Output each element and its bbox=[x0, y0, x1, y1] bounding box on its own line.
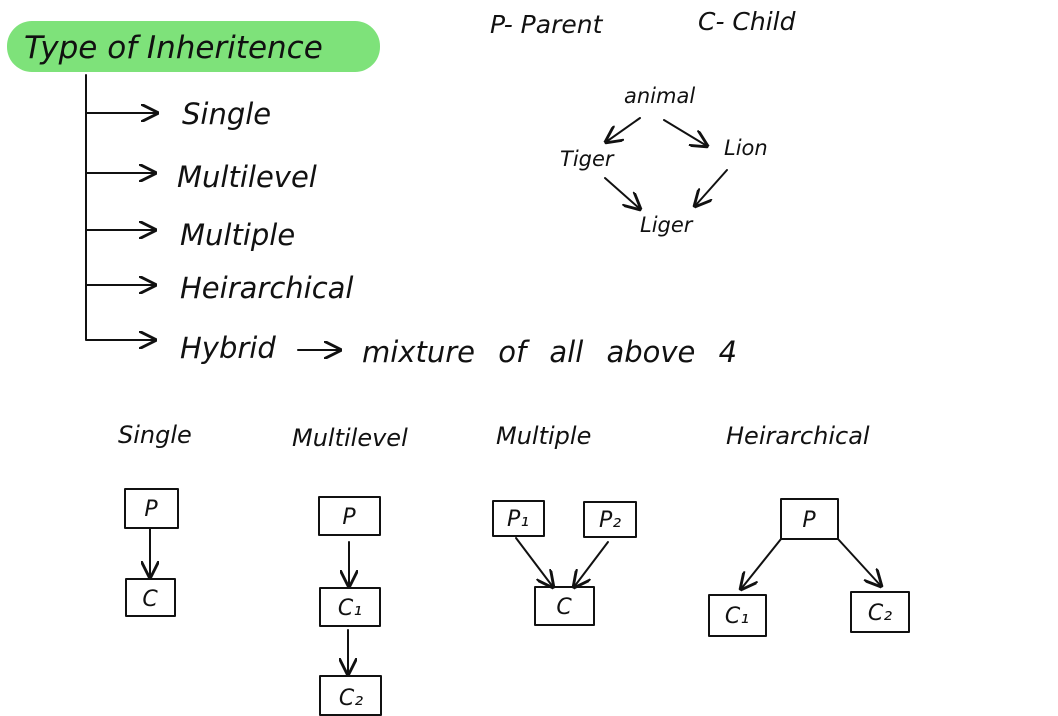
hierarchical-parent-label: P bbox=[802, 508, 816, 533]
example-animal: animal bbox=[624, 84, 695, 108]
type-label-multilevel: Multilevel bbox=[177, 160, 317, 194]
example-liger: Liger bbox=[640, 213, 694, 237]
type-label-multiple: Multiple bbox=[180, 218, 295, 252]
multiple-parent1-box bbox=[492, 500, 545, 537]
multilevel-child1-label: C₁ bbox=[338, 596, 362, 621]
multiple-child-box bbox=[534, 586, 595, 626]
multiple-parent2-label: P₂ bbox=[599, 508, 621, 533]
page-title: Type of Inheritence bbox=[24, 30, 323, 66]
legend-child: C- Child bbox=[698, 7, 796, 36]
multiple-arrow-1 bbox=[515, 537, 553, 587]
multilevel-child1-box bbox=[319, 587, 381, 627]
arrow-animal-tiger bbox=[606, 117, 641, 142]
multiple-parent1-label: P₁ bbox=[507, 507, 529, 532]
multiple-parent2-box bbox=[583, 501, 637, 538]
hierarchical-parent-box bbox=[780, 498, 839, 540]
arrow-animal-lion bbox=[663, 119, 707, 146]
multilevel-parent-box bbox=[318, 496, 381, 536]
multilevel-child2-box bbox=[319, 675, 382, 716]
example-tiger: Tiger bbox=[560, 147, 615, 171]
single-parent-box bbox=[124, 488, 179, 529]
diagram-title-multilevel: Multilevel bbox=[292, 424, 408, 452]
tree-trunk bbox=[85, 74, 156, 341]
multilevel-parent-label: P bbox=[342, 505, 356, 530]
arrow-tiger-liger bbox=[604, 177, 640, 209]
hierarchical-child2-label: C₂ bbox=[868, 601, 892, 626]
type-label-single: Single bbox=[182, 97, 271, 131]
single-child-label: C bbox=[142, 587, 158, 612]
hierarchical-child1-box bbox=[708, 594, 767, 637]
example-lion: Lion bbox=[724, 136, 768, 160]
hierarchical-arrow-2 bbox=[837, 538, 881, 586]
multiple-child-label: C bbox=[556, 595, 572, 620]
legend-parent: P- Parent bbox=[490, 10, 604, 39]
hierarchical-arrow-1 bbox=[741, 538, 782, 589]
arrow-lion-liger bbox=[695, 169, 728, 206]
diagram-title-multiple: Multiple bbox=[496, 422, 591, 450]
multilevel-child2-label: C₂ bbox=[339, 686, 363, 711]
title-highlight bbox=[7, 21, 380, 72]
type-label-hybrid: Hybrid bbox=[180, 331, 276, 365]
hierarchical-child2-box bbox=[850, 591, 910, 633]
multiple-arrow-2 bbox=[574, 541, 609, 587]
diagram-title-single: Single bbox=[118, 421, 192, 449]
diagram-title-hierarchical: Heirarchical bbox=[726, 422, 870, 450]
hierarchical-child1-label: C₁ bbox=[725, 604, 749, 629]
single-child-box bbox=[125, 578, 176, 617]
hybrid-note: mixture of all above 4 bbox=[362, 335, 737, 369]
type-label-hierarchical: Heirarchical bbox=[180, 271, 353, 305]
single-parent-label: P bbox=[144, 497, 158, 522]
